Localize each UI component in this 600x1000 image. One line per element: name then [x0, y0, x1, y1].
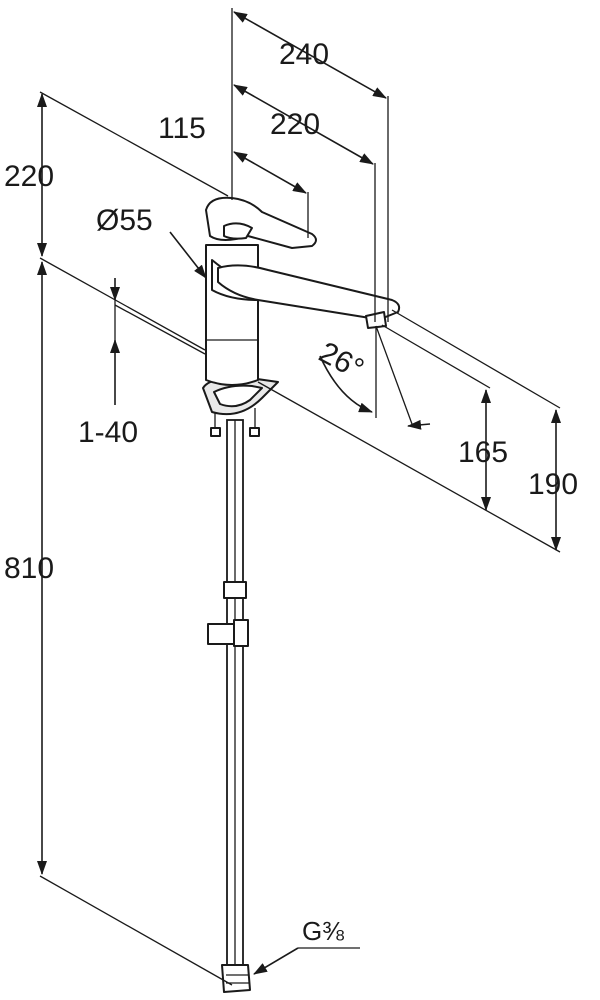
angle-label: 26°	[314, 336, 370, 386]
dim-240-label: 240	[279, 38, 329, 71]
faucet-illustration	[202, 196, 401, 993]
dimension-labels: 240 220 115 220 Ø55 1-40 26° 165 190 810…	[4, 38, 578, 946]
supply-hose	[207, 419, 251, 993]
dim-165-label: 165	[458, 436, 508, 469]
dim-220-left-label: 220	[4, 160, 54, 193]
dimension-lines	[37, 8, 561, 986]
lever-handle	[205, 196, 317, 249]
dim-115-label: 115	[158, 112, 206, 145]
dim-220-top-label: 220	[270, 108, 320, 141]
diameter-label: Ø55	[96, 204, 153, 237]
range-label: 1-40	[78, 416, 138, 449]
dim-190-label: 190	[528, 468, 578, 501]
thread-label: G⅜	[302, 916, 344, 946]
mounting-bracket	[202, 376, 279, 437]
dim-810-label: 810	[4, 552, 54, 585]
spout	[217, 264, 401, 329]
